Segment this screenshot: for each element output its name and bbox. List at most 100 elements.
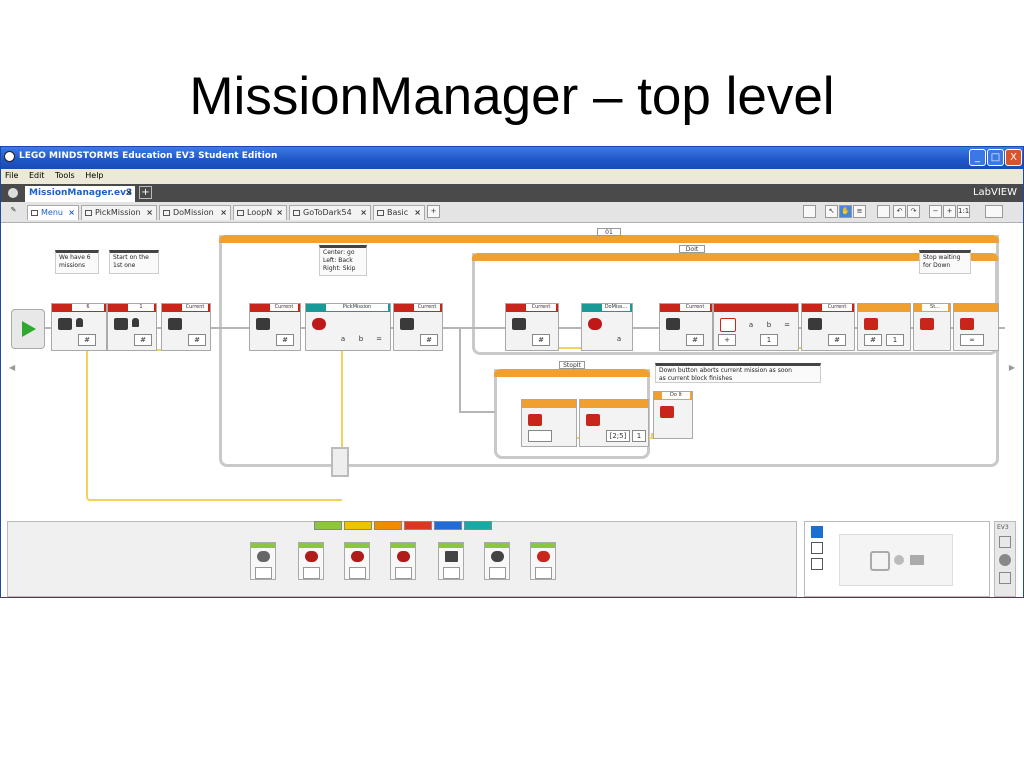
programming-canvas[interactable]: ◀ ▶ 01 DoIt StopIt We have 6 missions S [1,223,1023,517]
tab-menu[interactable]: Menu × [27,205,79,220]
block-port[interactable]: # [532,334,550,346]
mode-selector[interactable]: + [718,334,736,346]
scroll-right-icon[interactable]: ▶ [1008,363,1015,372]
variable-block-current[interactable]: Current # [801,303,855,351]
pan-tool-icon[interactable]: ✋ [839,205,852,218]
palette-block-move-tank[interactable] [390,542,416,580]
close-icon[interactable]: × [146,208,153,217]
tab-gotodark54[interactable]: GoToDark54 × [289,205,371,220]
select-tool-icon[interactable]: ↖ [825,205,838,218]
menu-file[interactable]: File [5,171,19,180]
tab-domission[interactable]: DoMission × [159,205,231,220]
block-port[interactable]: 1 [632,430,646,442]
close-icon[interactable]: × [68,208,75,217]
wrench-icon[interactable]: ✎ [10,206,17,214]
block-port[interactable]: # [134,334,152,346]
loop-block[interactable]: ∞ [953,303,999,351]
zoom-out-icon[interactable]: − [929,205,942,218]
palette-block-brick-status-light[interactable] [530,542,556,580]
project-close-icon[interactable]: × [125,188,133,198]
variable-block-current[interactable]: Current # [393,303,443,351]
tab-loopn[interactable]: LoopN × [233,205,287,220]
minimize-button[interactable]: _ [969,149,986,166]
close-window-button[interactable]: X [1005,149,1022,166]
block-port[interactable]: # [864,334,882,346]
block-port[interactable]: # [828,334,846,346]
range-port[interactable]: [2;5] [606,430,630,442]
ev3-window: LEGO MINDSTORMS Education EV3 Student Ed… [0,146,1024,598]
tab-basic[interactable]: Basic × [373,205,425,220]
maximize-button[interactable]: □ [987,149,1004,166]
palette-tab-myblocks[interactable] [464,521,492,530]
undo-icon[interactable]: ↶ [893,205,906,218]
block-port[interactable] [528,430,552,442]
palette-block-large-motor[interactable] [298,542,324,580]
block-port[interactable]: # [78,334,96,346]
palette-tab-action[interactable] [314,521,342,530]
palette-block-display[interactable] [438,542,464,580]
loop-interrupt-block[interactable]: Do It [653,391,693,439]
program-icon [31,210,38,216]
pickmission-block[interactable]: PickMission a b = [305,303,391,351]
variable-block-start[interactable]: 1 # [107,303,157,351]
palette-tab-advanced[interactable] [434,521,462,530]
variable-block-current[interactable]: Current # [505,303,559,351]
variable-block-missions[interactable]: 6 # [51,303,107,351]
outer-loop[interactable] [219,235,999,467]
wait-brick-buttons-block[interactable] [521,399,577,447]
download-icon[interactable] [999,536,1011,548]
add-project-button[interactable]: + [139,186,152,199]
tab-pickmission[interactable]: PickMission × [81,205,157,220]
close-icon[interactable]: × [276,208,283,217]
menu-tools[interactable]: Tools [54,171,75,180]
stop-block[interactable]: St... [913,303,951,351]
palette-block-sound[interactable] [484,542,510,580]
zoom-in-icon[interactable]: + [943,205,956,218]
menu-edit[interactable]: Edit [28,171,45,180]
comment-tool-icon[interactable]: ≡ [853,205,866,218]
loop-interrupt-block[interactable]: # 1 [857,303,911,351]
menu-help[interactable]: Help [85,171,104,180]
save-icon[interactable] [877,205,890,218]
comment[interactable]: Down button aborts current mission as so… [655,363,821,383]
block-port[interactable]: # [420,334,438,346]
palette-tab-sensor[interactable] [374,521,402,530]
comment[interactable]: We have 6 missions [55,250,99,274]
available-bricks-tab-icon[interactable] [811,558,823,570]
brick-info-tab-icon[interactable] [811,526,823,538]
variable-block-current[interactable]: Current # [249,303,301,351]
math-block[interactable]: a b = + 1 [713,303,799,351]
redo-icon[interactable]: ↷ [907,205,920,218]
loop-mode-selector[interactable]: ∞ [960,334,984,346]
palette-tab-data[interactable] [404,521,432,530]
book-icon[interactable] [985,205,1003,218]
variable-block-current[interactable]: Current # [659,303,713,351]
palette-block-medium-motor[interactable] [250,542,276,580]
variable-block-current[interactable]: Current # [161,303,211,351]
scroll-left-icon[interactable]: ◀ [9,363,16,372]
close-icon[interactable]: × [414,208,421,217]
block-port[interactable]: 1 [886,334,904,346]
port-view-tab-icon[interactable] [811,542,823,554]
zoom-reset-button[interactable]: 1:1 [957,205,970,218]
download-and-run-icon[interactable] [999,554,1011,566]
block-port[interactable]: # [686,334,704,346]
palette-tab-flow[interactable] [344,521,372,530]
close-icon[interactable]: × [220,208,227,217]
comment[interactable]: Stop waiting for Down [919,250,971,274]
project-settings-icon[interactable] [8,188,18,198]
block-port[interactable]: # [188,334,206,346]
block-port[interactable]: # [276,334,294,346]
content-editor-icon[interactable] [803,205,816,218]
add-program-button[interactable]: + [427,205,440,218]
comment[interactable]: Center: go Left: Back Right: Skip [319,245,367,276]
run-selected-icon[interactable] [999,572,1011,584]
palette-block-move-steering[interactable] [344,542,370,580]
domission-block[interactable]: DoMiss... a [581,303,633,351]
project-tab[interactable]: MissionManager.ev3 × [25,186,135,202]
switch-brick-buttons-block[interactable]: [2;5] 1 [579,399,649,447]
input-b-value[interactable]: 1 [760,334,778,346]
comment[interactable]: Start on the 1st one [109,250,159,274]
start-block[interactable] [11,309,45,349]
close-icon[interactable]: × [360,208,367,217]
